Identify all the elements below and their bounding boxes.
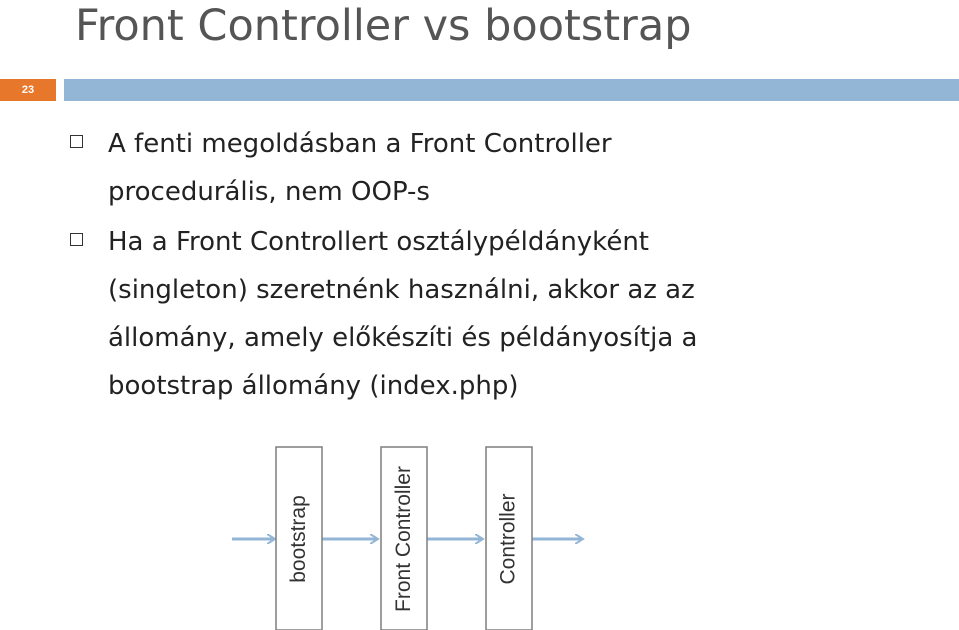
bullet-line: procedurális, nem OOP-s xyxy=(108,177,430,207)
header-bar xyxy=(64,79,959,101)
bullet-text: Ha a Front Controllert osztálypéldánykén… xyxy=(108,218,697,410)
bullet-line: A fenti megoldásban a Front Controller xyxy=(108,129,612,159)
box-label-text: bootstrap xyxy=(287,494,310,583)
bullet-text: A fenti megoldásban a Front Controller p… xyxy=(108,120,612,216)
slide-title: Front Controller vs bootstrap xyxy=(75,1,692,51)
box-label-controller: Controller xyxy=(486,447,532,630)
bullet-line: Ha a Front Controllert osztálypéldánykén… xyxy=(108,227,649,257)
bullet-line: bootstrap állomány (index.php) xyxy=(108,371,519,401)
box-label-bootstrap: bootstrap xyxy=(276,447,322,630)
slide-number: 23 xyxy=(0,79,56,101)
square-bullet-icon xyxy=(70,135,83,148)
square-bullet-icon xyxy=(70,233,83,246)
bullet-line: állomány, amely előkészíti és példányosí… xyxy=(108,323,698,353)
box-label-front-controller: Front Controller xyxy=(381,447,427,630)
box-label-text: Controller xyxy=(497,492,521,585)
box-label-text: Front Controller xyxy=(392,465,416,612)
bullet-line: (singleton) szeretnénk használni, akkor … xyxy=(108,275,695,305)
